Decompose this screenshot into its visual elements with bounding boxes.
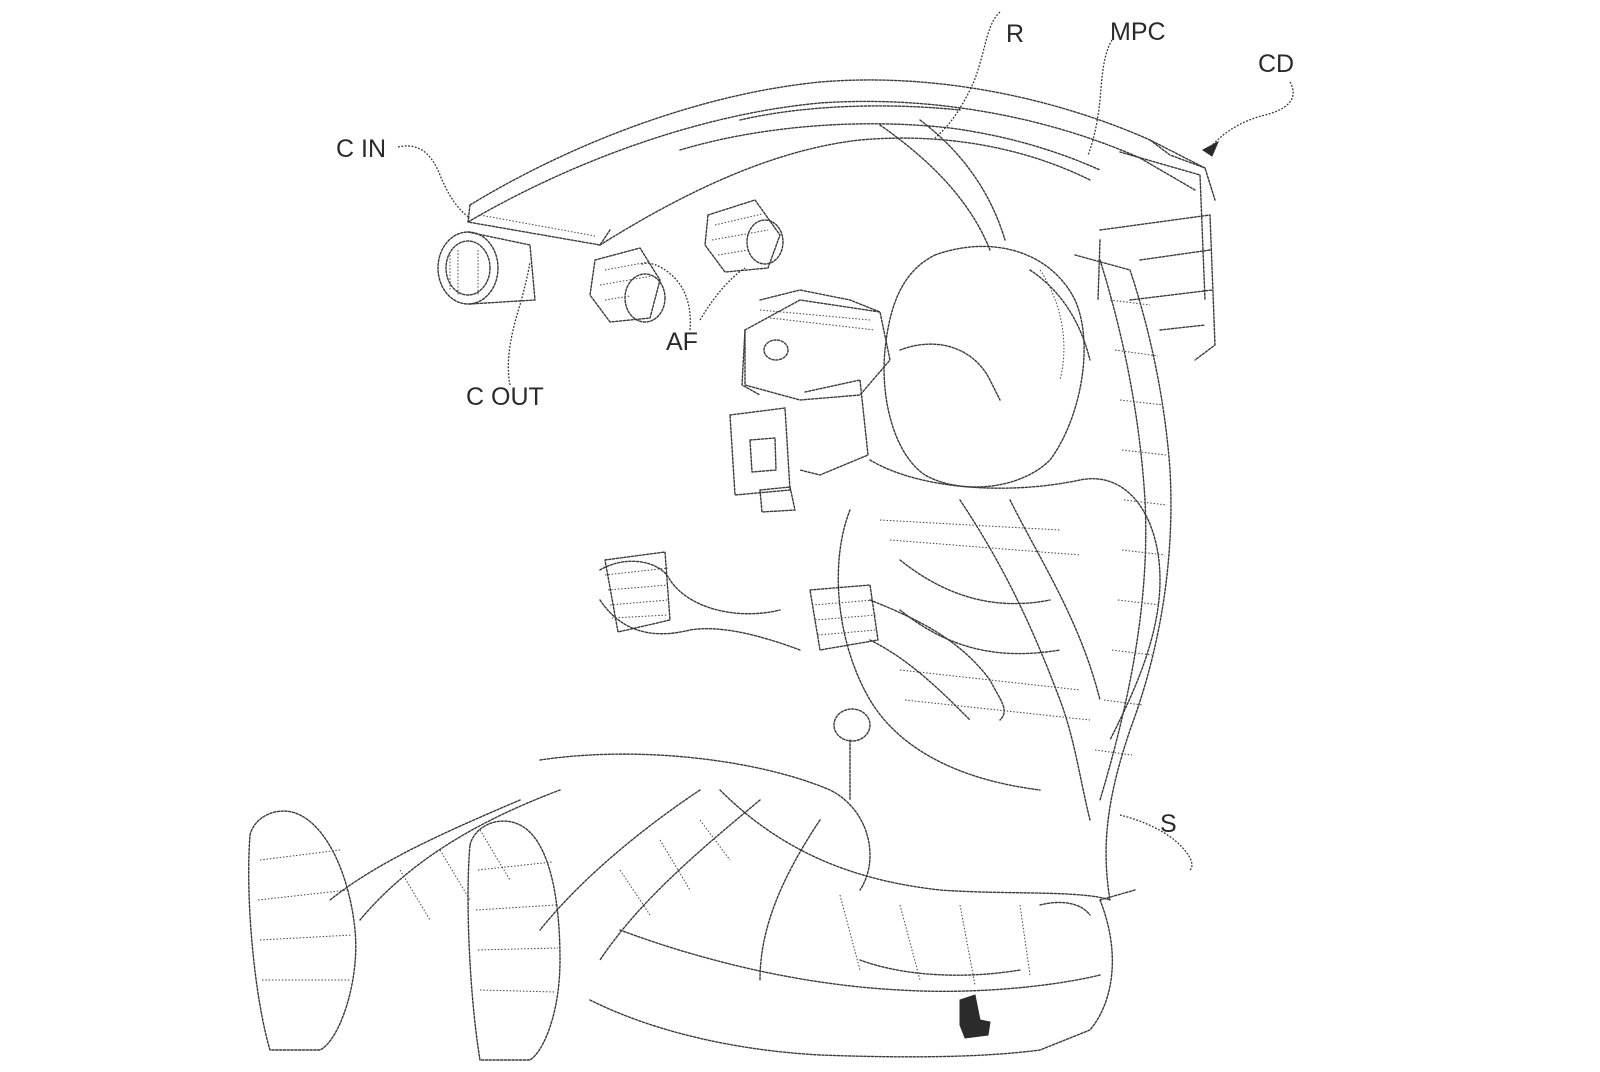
arrowhead-cd <box>1202 140 1220 157</box>
leader-mpc <box>1087 39 1113 156</box>
label-af: AF <box>666 328 698 356</box>
racing-seat <box>589 254 1172 1058</box>
leader-af-b <box>699 267 746 321</box>
leader-c-in <box>397 145 471 219</box>
camera-af-left <box>589 247 666 323</box>
leader-af-a <box>639 262 691 331</box>
leader-r <box>934 11 1001 139</box>
label-c-in: C IN <box>336 135 386 163</box>
steering-display-unit <box>729 289 891 513</box>
leader-lines <box>397 11 1294 871</box>
driver-torso <box>833 459 1161 821</box>
driver-arms <box>599 551 1005 721</box>
leader-c-out <box>507 261 531 386</box>
roof-arch <box>467 79 1216 361</box>
label-s: S <box>1160 810 1177 838</box>
label-mpc: MPC <box>1110 18 1166 46</box>
driver-boots <box>248 810 561 1061</box>
label-c-out: C OUT <box>466 383 544 411</box>
leader-cd <box>1209 81 1294 149</box>
label-r: R <box>1006 20 1024 48</box>
driver-helmet <box>883 245 1085 488</box>
driver-legs <box>329 753 871 981</box>
label-cd: CD <box>1258 50 1294 78</box>
leader-s <box>1119 814 1193 871</box>
camera-c-in <box>437 231 536 305</box>
camera-af-right <box>704 199 784 273</box>
